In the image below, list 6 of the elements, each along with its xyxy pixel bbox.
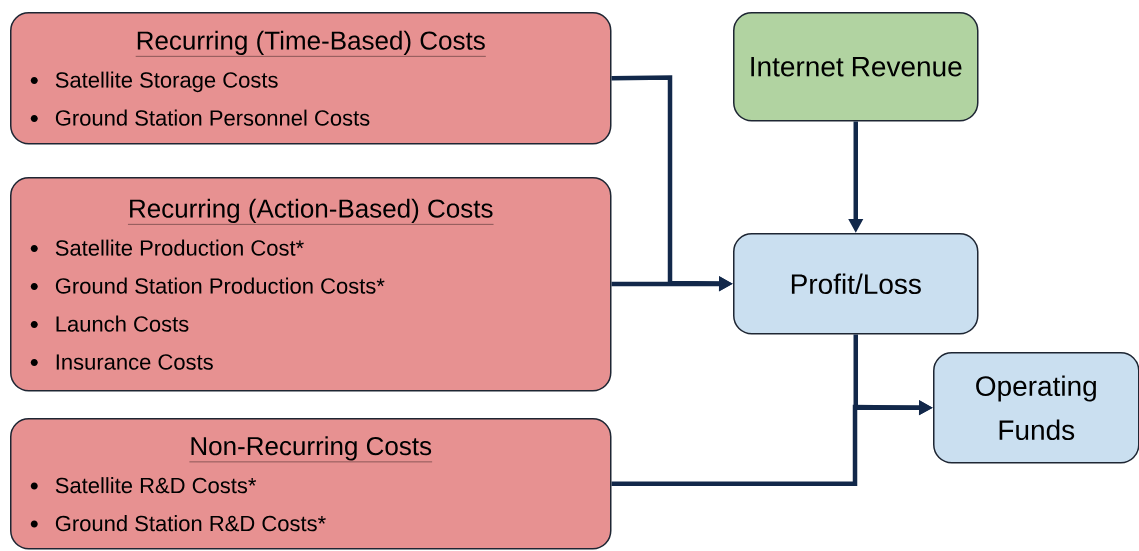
flow-box: Profit/Loss xyxy=(733,233,979,335)
cost-box: Non-Recurring Costs Satellite R&D Costs* Ground Station R&D Costs* xyxy=(10,418,612,550)
flow-box: Internet Revenue xyxy=(733,12,979,122)
cost-box: Recurring (Time-Based) Costs Satellite Storage Costs Ground Station Personnel Costs xyxy=(10,12,612,145)
flow-box: Operating Funds xyxy=(933,352,1139,464)
cost-box: Recurring (Action-Based) Costs Satellite Production Cost* Ground Station Production Costs* Launch Costs Insurance Costs xyxy=(10,177,612,392)
